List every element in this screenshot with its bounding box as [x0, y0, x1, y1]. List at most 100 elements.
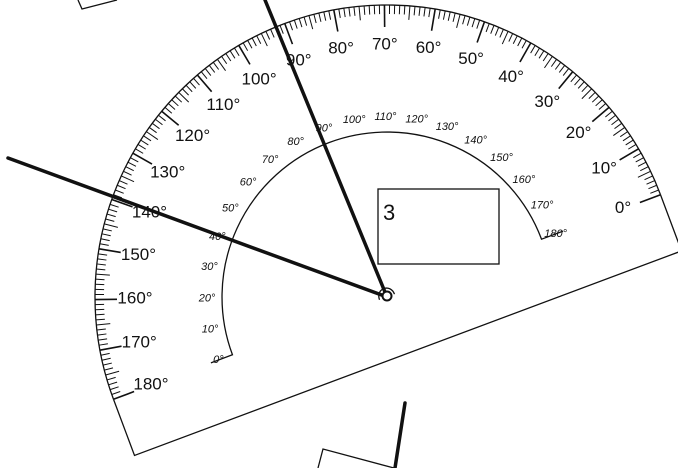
scale-tick: [447, 11, 451, 21]
scale-tick: [613, 127, 626, 136]
scale-tick: [501, 31, 509, 45]
scale-tick: [293, 19, 298, 29]
outer-scale-label: 20°: [566, 123, 592, 142]
scale-tick: [378, 5, 381, 15]
scale-tick: [95, 303, 105, 306]
scale-tick: [595, 99, 603, 107]
scale-tick: [115, 189, 124, 194]
scale-tick: [619, 131, 628, 138]
scale-tick: [104, 367, 114, 371]
inner-scale-label: 180°: [544, 228, 567, 240]
scale-tick: [368, 5, 371, 15]
scale-tick: [104, 223, 118, 228]
scale-tick: [95, 283, 105, 286]
scale-tick: [614, 122, 623, 130]
scale-tick: [204, 68, 212, 76]
vertical-ray-bottom: [393, 401, 407, 468]
scale-tick: [588, 91, 596, 99]
scale-tick: [577, 81, 585, 89]
scale-tick: [105, 370, 120, 376]
scale-tick: [238, 45, 251, 65]
scale-tick: [229, 50, 236, 59]
outer-scale-label: 70°: [372, 34, 398, 53]
inner-scale-label: 120°: [405, 113, 428, 125]
scale-tick: [574, 77, 581, 86]
scale-tick: [99, 345, 122, 351]
outer-scale-label: 80°: [328, 39, 354, 58]
scale-tick: [117, 184, 126, 190]
scale-tick: [158, 114, 166, 122]
scale-tick: [121, 175, 135, 183]
protractor-ticks: [95, 5, 661, 401]
scale-tick: [105, 218, 115, 222]
scale-tick: [135, 148, 144, 154]
scale-tick: [633, 152, 642, 159]
outer-scale-label: 100°: [242, 69, 277, 88]
scale-tick: [95, 288, 105, 291]
angle-ray-left: [6, 156, 389, 299]
scale-tick: [106, 376, 116, 381]
inner-scale-label: 20°: [198, 292, 216, 304]
scale-tick: [348, 7, 351, 17]
scale-tick: [221, 56, 228, 65]
scale-tick: [109, 203, 119, 208]
protractor-outer-arc: [94, 4, 662, 400]
scale-tick: [581, 88, 593, 100]
scale-tick: [423, 7, 426, 17]
answer-box[interactable]: [377, 188, 500, 265]
scale-tick: [217, 58, 226, 71]
scale-tick: [508, 33, 514, 42]
scale-tick: [95, 273, 110, 276]
scale-tick: [358, 6, 361, 21]
scale-tick: [96, 328, 106, 331]
scale-tick: [200, 71, 208, 79]
outer-scale-label: 150°: [121, 245, 156, 264]
outer-scale-label: 110°: [206, 95, 240, 114]
scale-tick: [101, 233, 111, 237]
scale-tick: [608, 114, 616, 122]
scale-tick: [318, 12, 322, 22]
scale-tick: [637, 170, 651, 178]
scale-tick: [363, 5, 366, 15]
inner-scale-label: 70°: [262, 154, 279, 166]
scale-tick: [558, 65, 566, 73]
scale-tick: [430, 8, 436, 31]
scale-tick: [562, 68, 570, 76]
scale-tick: [581, 84, 589, 93]
vertex-point: [381, 290, 393, 302]
scale-tick: [338, 8, 341, 18]
inner-scale-label: 0°: [213, 354, 224, 366]
scale-tick: [119, 180, 128, 185]
scale-tick: [132, 152, 153, 165]
scale-tick: [130, 157, 139, 163]
scale-tick: [534, 47, 540, 56]
scale-tick: [512, 35, 518, 44]
scale-tick: [452, 12, 456, 22]
scale-tick: [637, 161, 647, 167]
outer-scale-label: 120°: [175, 126, 210, 145]
inner-scale-label: 110°: [374, 111, 397, 123]
scale-tick: [178, 91, 190, 103]
scale-tick: [605, 110, 613, 118]
scale-tick: [521, 40, 527, 49]
scale-tick: [308, 15, 314, 30]
scale-tick: [598, 103, 607, 110]
scale-tick: [106, 213, 116, 218]
outer-scale-label: 40°: [498, 67, 524, 86]
scale-tick: [167, 103, 176, 110]
scale-tick: [101, 357, 111, 361]
outer-scale-label: 160°: [117, 289, 152, 308]
scale-tick: [193, 77, 200, 86]
scale-tick: [418, 6, 421, 16]
outer-scale-label: 60°: [416, 38, 442, 57]
scale-tick: [517, 37, 523, 47]
scale-tick: [98, 338, 108, 341]
scale-tick: [544, 56, 553, 69]
scale-tick: [530, 45, 536, 54]
scale-tick: [442, 10, 446, 20]
scale-tick: [554, 61, 562, 70]
scale-tick: [256, 35, 262, 44]
scale-tick: [148, 127, 157, 134]
scale-tick: [490, 25, 495, 34]
inner-scale-label: 80°: [287, 136, 304, 148]
